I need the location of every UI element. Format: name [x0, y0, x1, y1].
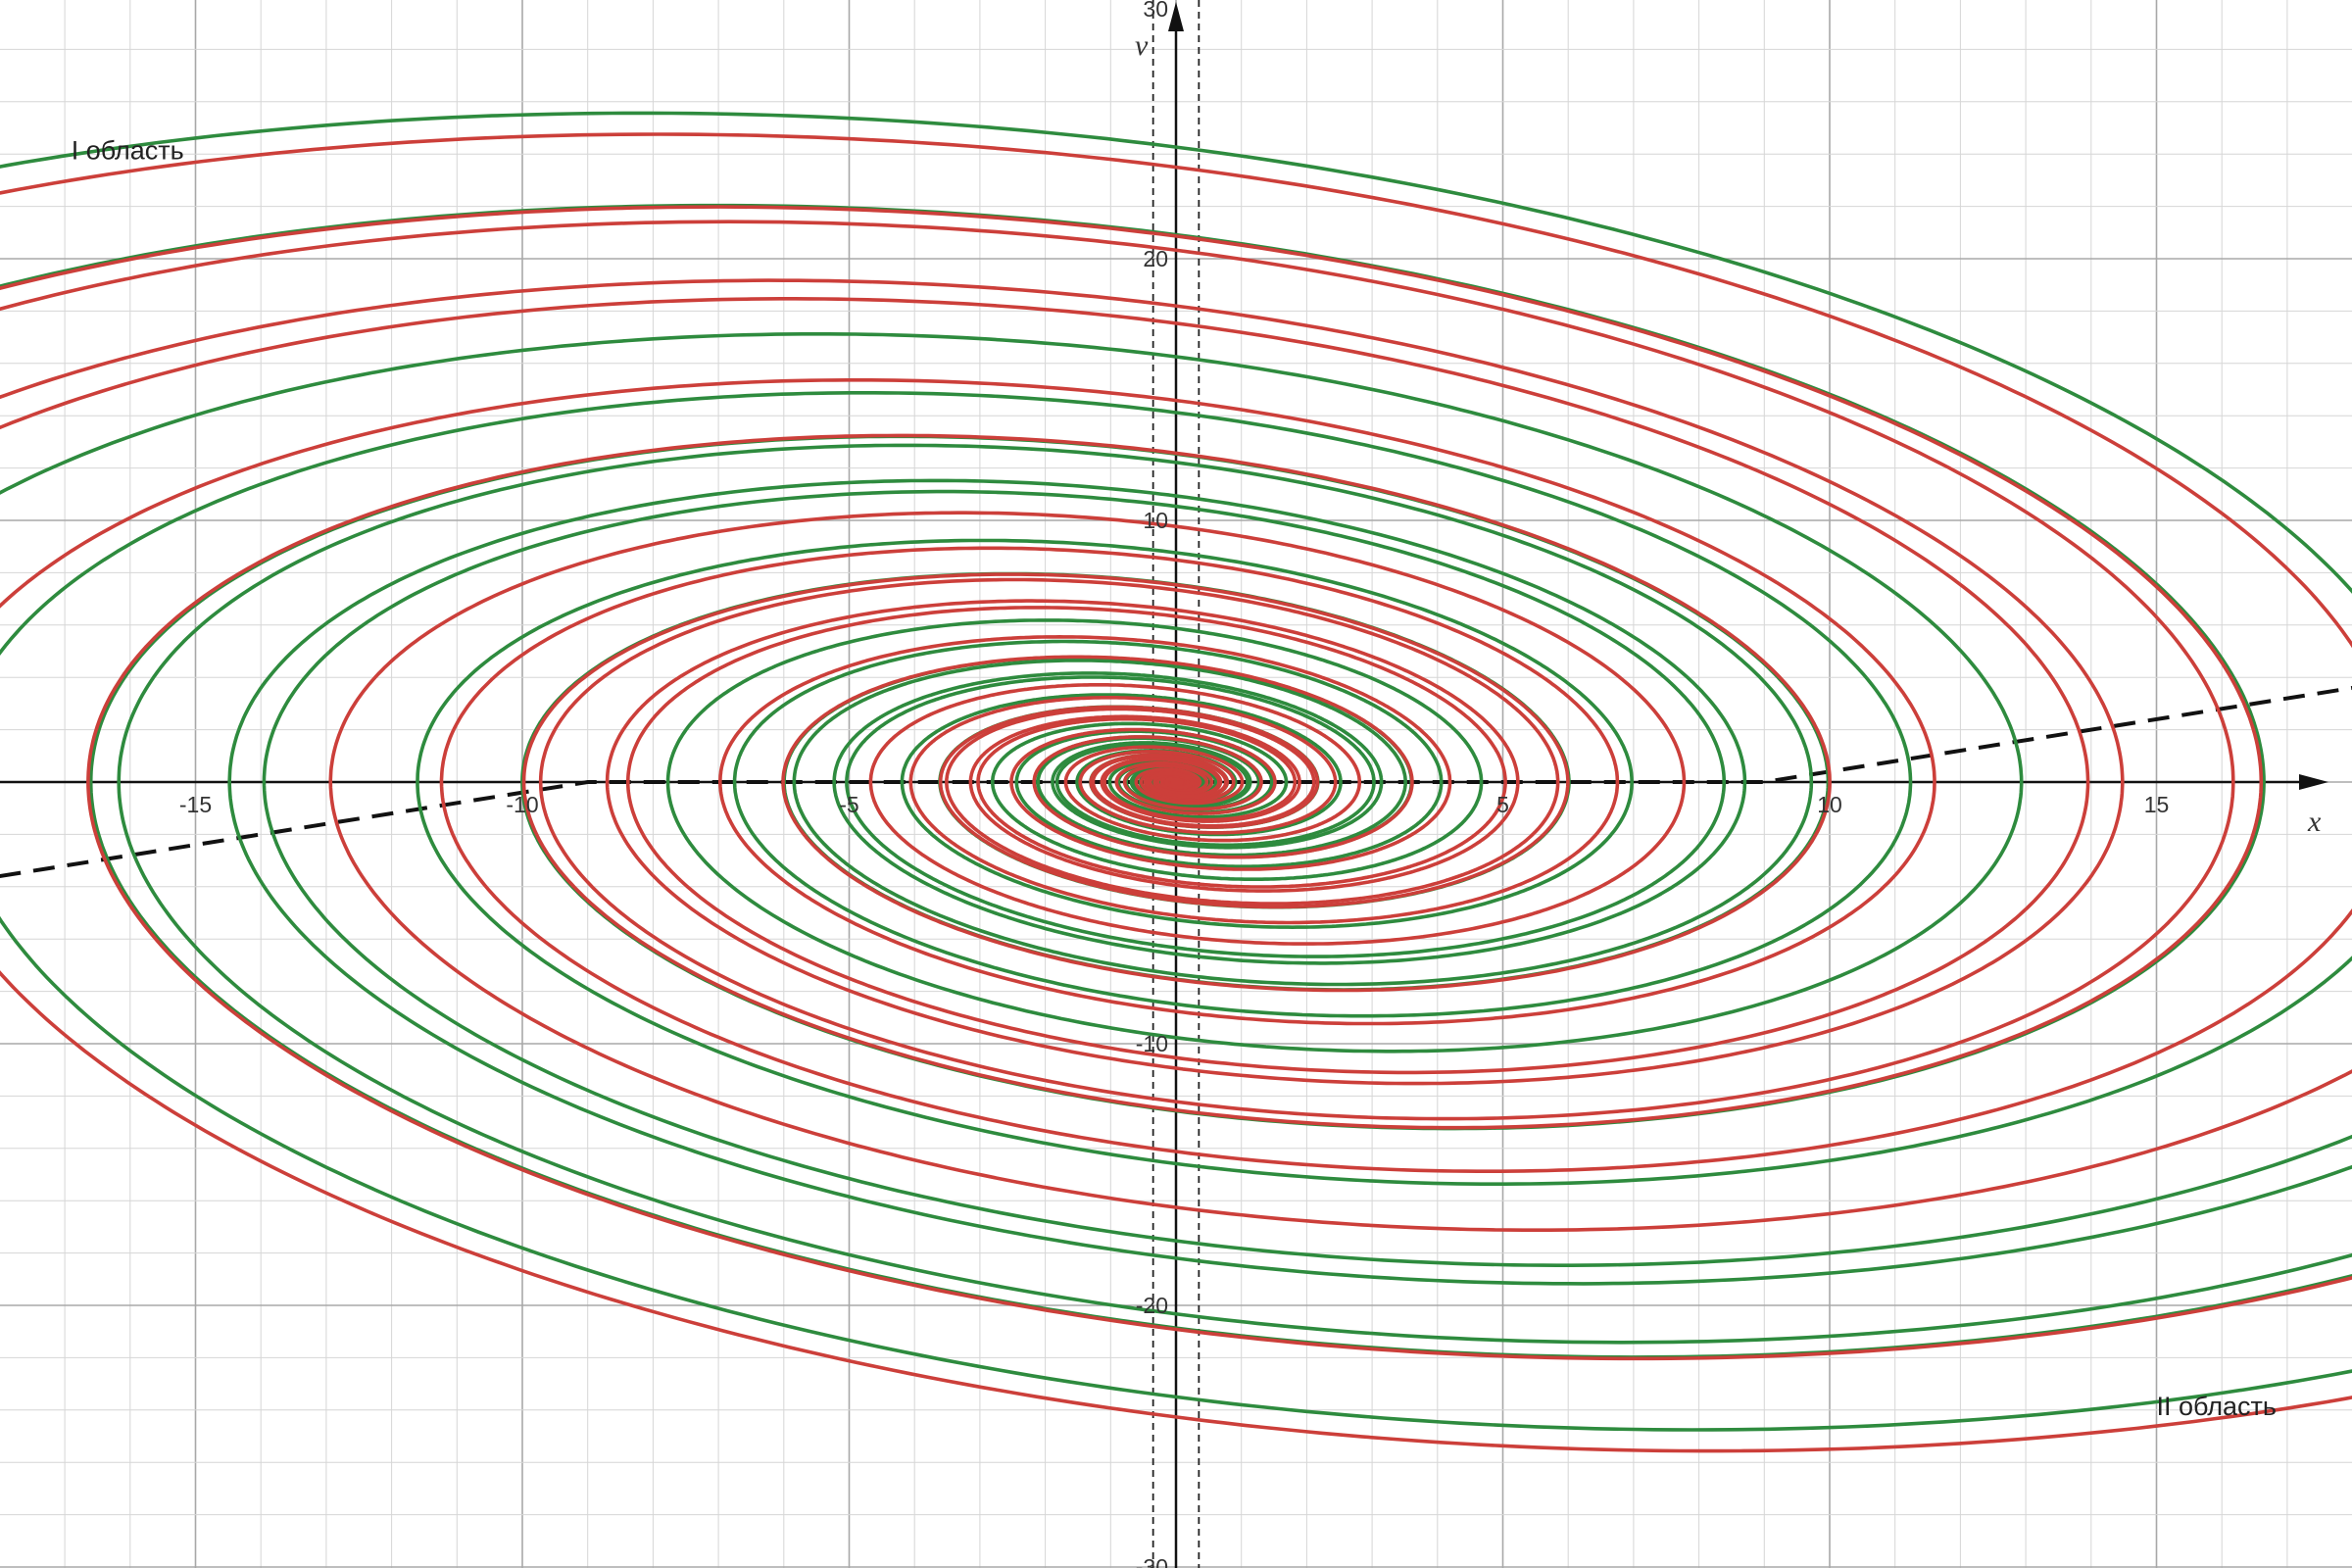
x-tick-label: -15: [179, 792, 212, 817]
trajectories: [0, 111, 2352, 1453]
y-tick-label: -10: [1136, 1031, 1168, 1056]
x-axis-label: x: [2307, 806, 2322, 838]
y-axis-arrow: [1168, 2, 1184, 31]
x-tick-label: -5: [839, 792, 858, 817]
x-axis-arrow: [2299, 774, 2328, 790]
x-tick-label: 5: [1496, 792, 1509, 817]
x-tick-label: -10: [506, 792, 538, 817]
tick-labels: -15 -10 -5 5 10 15 30 20 10 -10 -20 -30: [179, 0, 2169, 1568]
x-tick-label: 15: [2144, 792, 2170, 817]
y-tick-label: 30: [1143, 0, 1168, 22]
region-I-label: I область: [72, 136, 184, 166]
y-tick-label: 10: [1143, 508, 1168, 533]
y-tick-label: -30: [1136, 1554, 1168, 1568]
y-axis-label: v: [1135, 29, 1149, 62]
y-tick-label: 20: [1143, 246, 1168, 271]
x-tick-label: 10: [1817, 792, 1842, 817]
region-annotations: I область II область: [72, 136, 2277, 1422]
trajectory-region-II-8: [0, 278, 2125, 1086]
y-tick-label: -20: [1136, 1293, 1168, 1318]
region-II-label: II область: [2157, 1392, 2277, 1421]
